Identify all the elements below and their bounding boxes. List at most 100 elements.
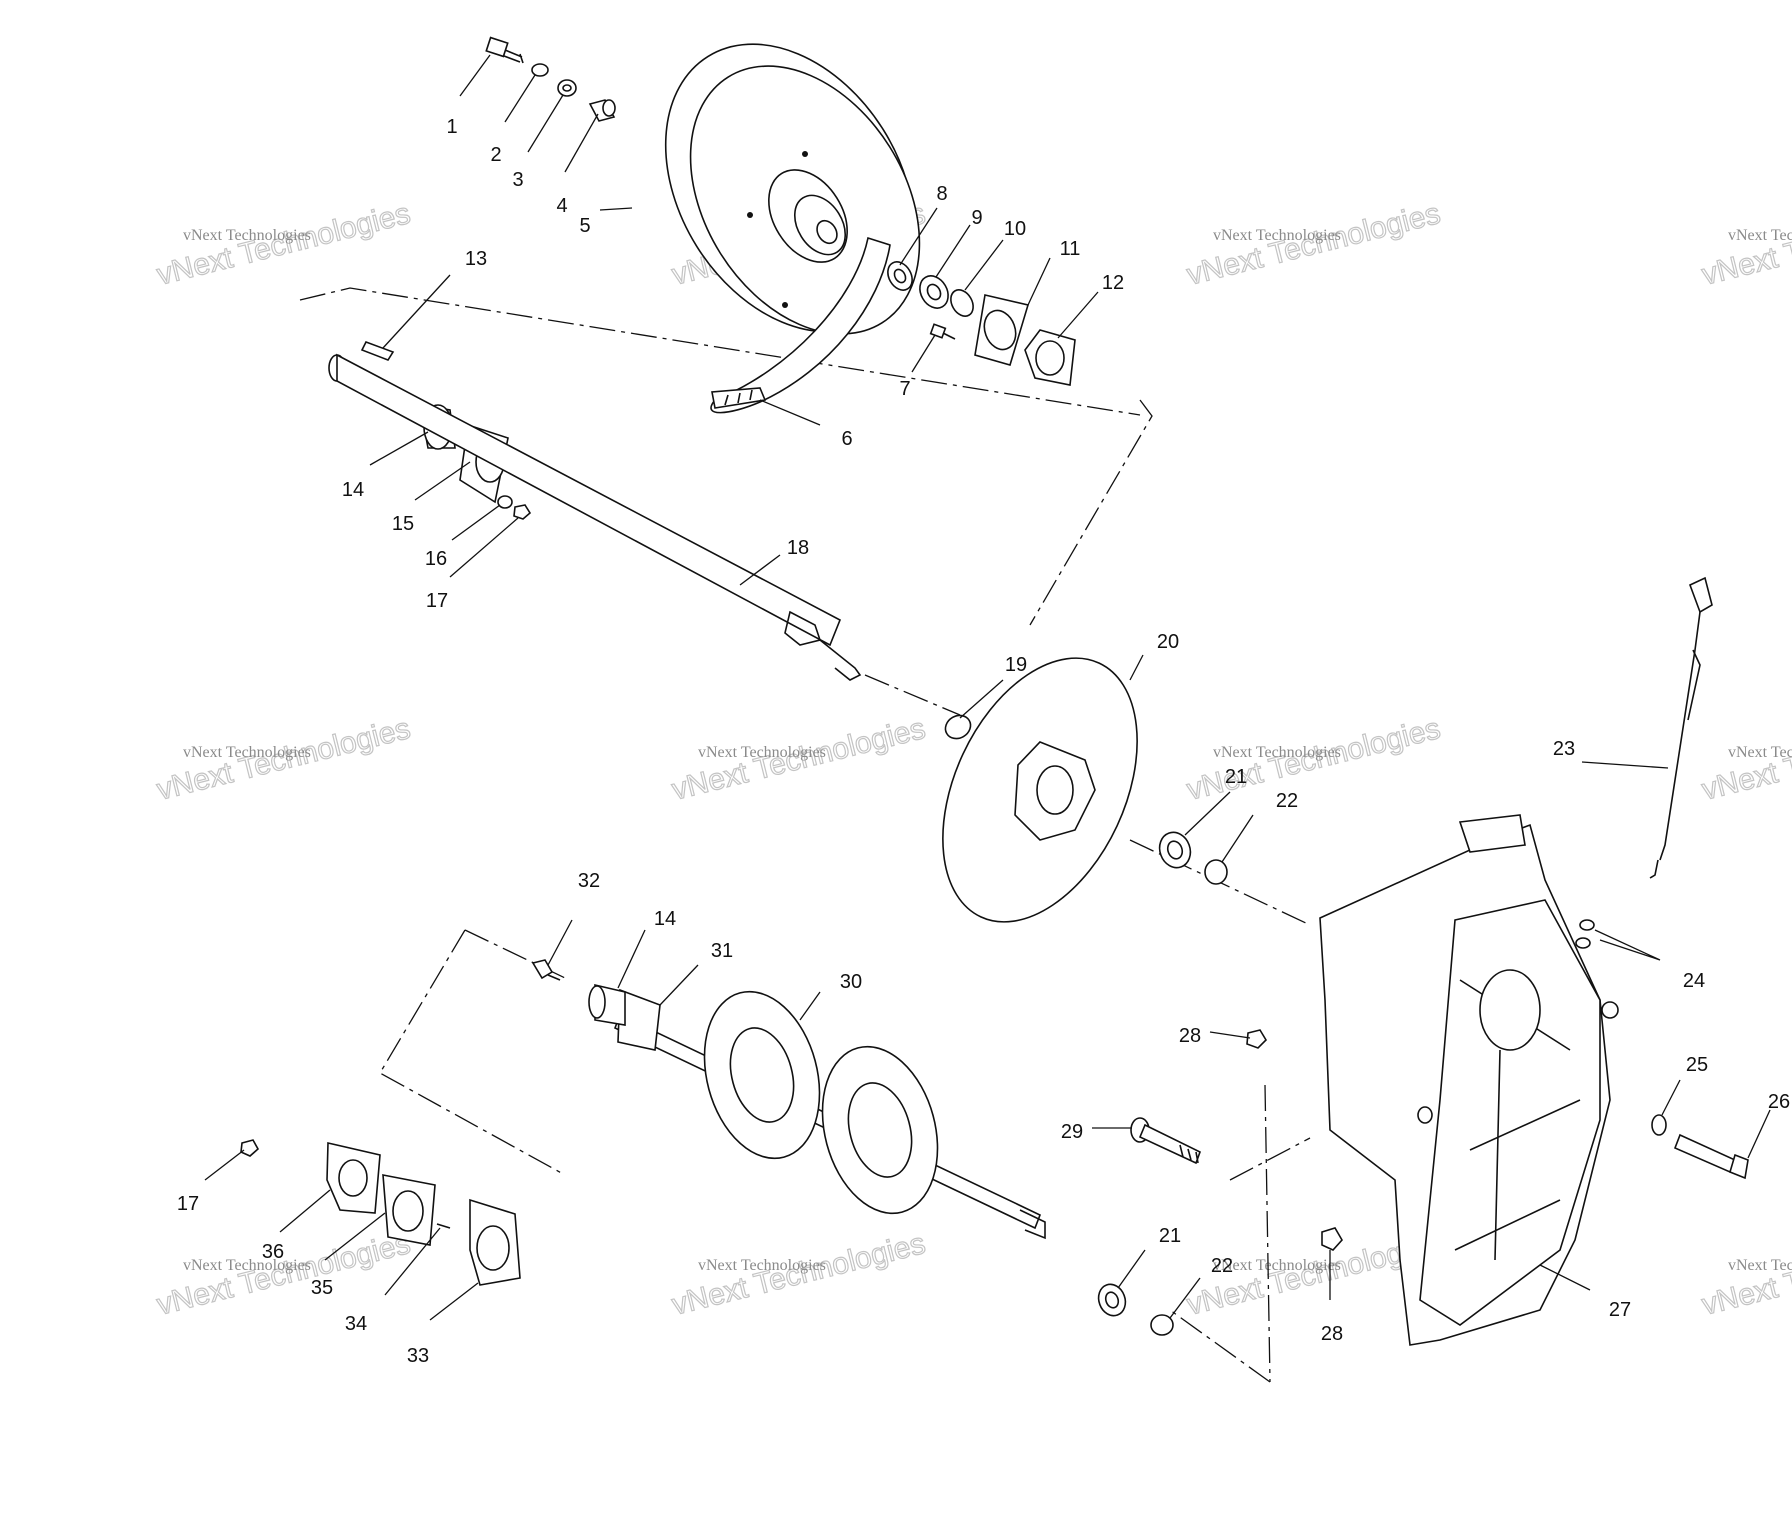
bolt-threads [1179, 1144, 1199, 1164]
part-30-drive-shaft [613, 990, 1046, 1240]
callout-17-upper: 17 [426, 590, 448, 612]
chaincase-mount-hole [1417, 1106, 1433, 1124]
part-28-lower-nut [1321, 1227, 1343, 1251]
leader-24 [1594, 929, 1661, 961]
chaincase-top-bracket [1458, 814, 1526, 853]
bolt-shank [942, 332, 956, 340]
part-11-flange-plate [974, 294, 1030, 366]
leader-9 [935, 224, 971, 278]
spacer-end [602, 99, 616, 117]
part-7-bolt [929, 323, 956, 340]
leader-17a [449, 517, 519, 578]
flange-hole [476, 1225, 510, 1271]
callout-28-upper: 28 [1179, 1025, 1201, 1047]
flange-plate-hole [983, 309, 1017, 351]
part-29-bolt [1130, 1117, 1201, 1165]
part-3-washer [557, 79, 577, 97]
leader-32 [547, 919, 573, 966]
callout-17-lower: 17 [177, 1193, 199, 1215]
watermark-small-text: vNext Technologies [1213, 744, 1341, 761]
part-10-washer [950, 289, 974, 317]
lower-bracket-vertical-line [1264, 1084, 1271, 1383]
leader-11 [1027, 257, 1051, 306]
leader-19 [959, 679, 1004, 719]
chaincase-cover [1419, 899, 1601, 1326]
watermark-big-text: vNext Technologies [1699, 197, 1792, 292]
dipstick-rod [1659, 611, 1701, 861]
part-2-washer [531, 63, 549, 77]
callout-28-lower: 28 [1321, 1323, 1343, 1345]
watermark-small-text: vNext Technologies [1728, 227, 1792, 244]
callout-27: 27 [1609, 1299, 1631, 1321]
driven-sprocket-axis-line [299, 287, 1141, 416]
bolt-head [531, 959, 554, 980]
callout-labels: 1 2 3 4 5 6 7 8 9 10 11 12 13 14 15 16 1… [177, 116, 1790, 1367]
part-26-bolt [1673, 1133, 1749, 1180]
callout-23: 23 [1553, 738, 1575, 760]
callout-24: 24 [1683, 970, 1705, 992]
watermark-big-text: vNext Technologies [1184, 197, 1444, 292]
drum-hole [747, 212, 753, 218]
leader-13 [382, 274, 451, 349]
callout-14-lower: 14 [654, 908, 676, 930]
leader-16 [451, 504, 501, 541]
watermark-small-text: vNext Technologies [1728, 744, 1792, 761]
watermark-low-edge: vNext Technologies vNext Technologies [1698, 1226, 1792, 1322]
bracket-axis-line [1029, 399, 1153, 626]
leader-26 [1747, 1109, 1771, 1159]
watermark-small-text: vNext Technologies [1213, 1257, 1341, 1274]
dipstick-threads [1687, 649, 1701, 721]
leader-14a [369, 431, 429, 466]
watermark-top-edge: vNext Technologies vNext Technologies [1698, 196, 1792, 292]
flange-hole [338, 1159, 368, 1197]
leader-36 [279, 1189, 331, 1233]
seal-1 [1579, 919, 1595, 931]
bearing-face [588, 985, 606, 1019]
callout-25: 25 [1686, 1054, 1708, 1076]
leader-17b [204, 1149, 245, 1181]
leader-14b [617, 929, 646, 989]
part-35-gasket [382, 1174, 436, 1246]
part-19-snap-ring [944, 714, 972, 740]
leader-3 [527, 94, 564, 153]
callout-34: 34 [345, 1313, 367, 1335]
callout-21-upper: 21 [1225, 766, 1247, 788]
part-32-bolt [531, 959, 561, 981]
callout-9: 9 [971, 207, 982, 229]
part-16-washer [497, 495, 513, 509]
callout-15: 15 [392, 513, 414, 535]
part-36-flange [326, 1142, 381, 1214]
watermark-mid-right: vNext Technologies vNext Technologies [1183, 711, 1444, 807]
part-34-pin [436, 1223, 451, 1229]
leader-25 [1661, 1079, 1681, 1116]
part-21-upper-bearing [1158, 831, 1192, 869]
leader-21b [1117, 1249, 1146, 1289]
part-23-dipstick [1649, 576, 1713, 879]
leader-35 [324, 1212, 386, 1261]
leader-33 [429, 1282, 479, 1321]
dipstick-cap [1688, 576, 1713, 614]
watermark-mid-left: vNext Technologies vNext Technologies [153, 711, 414, 807]
leader-22a [1221, 814, 1254, 863]
callout-22-lower: 22 [1211, 1255, 1233, 1277]
part-20-brake-disc [942, 657, 1138, 923]
drum-hub-outer [768, 169, 848, 263]
leader-27 [1539, 1264, 1591, 1291]
callout-16: 16 [425, 548, 447, 570]
leader-10 [964, 239, 1004, 291]
leader-5 [599, 207, 633, 211]
chaincase-mount-hole [1601, 1001, 1619, 1019]
lower-bracket-diag-line [1169, 1309, 1271, 1383]
gasket-hole [392, 1190, 424, 1232]
part-12-bearing-flange [1024, 329, 1076, 386]
leader-2 [504, 74, 536, 123]
watermark-low-center: vNext Technologies vNext Technologies [668, 1226, 929, 1322]
disc-bore [1036, 765, 1074, 815]
bearing-inner [1166, 840, 1184, 860]
leader-23 [1581, 761, 1669, 769]
drive-sprocket-right-hub [847, 1082, 913, 1178]
bolt-head [1729, 1153, 1749, 1180]
drum-bore [816, 219, 838, 245]
watermark-small-text: vNext Technologies [183, 227, 311, 244]
